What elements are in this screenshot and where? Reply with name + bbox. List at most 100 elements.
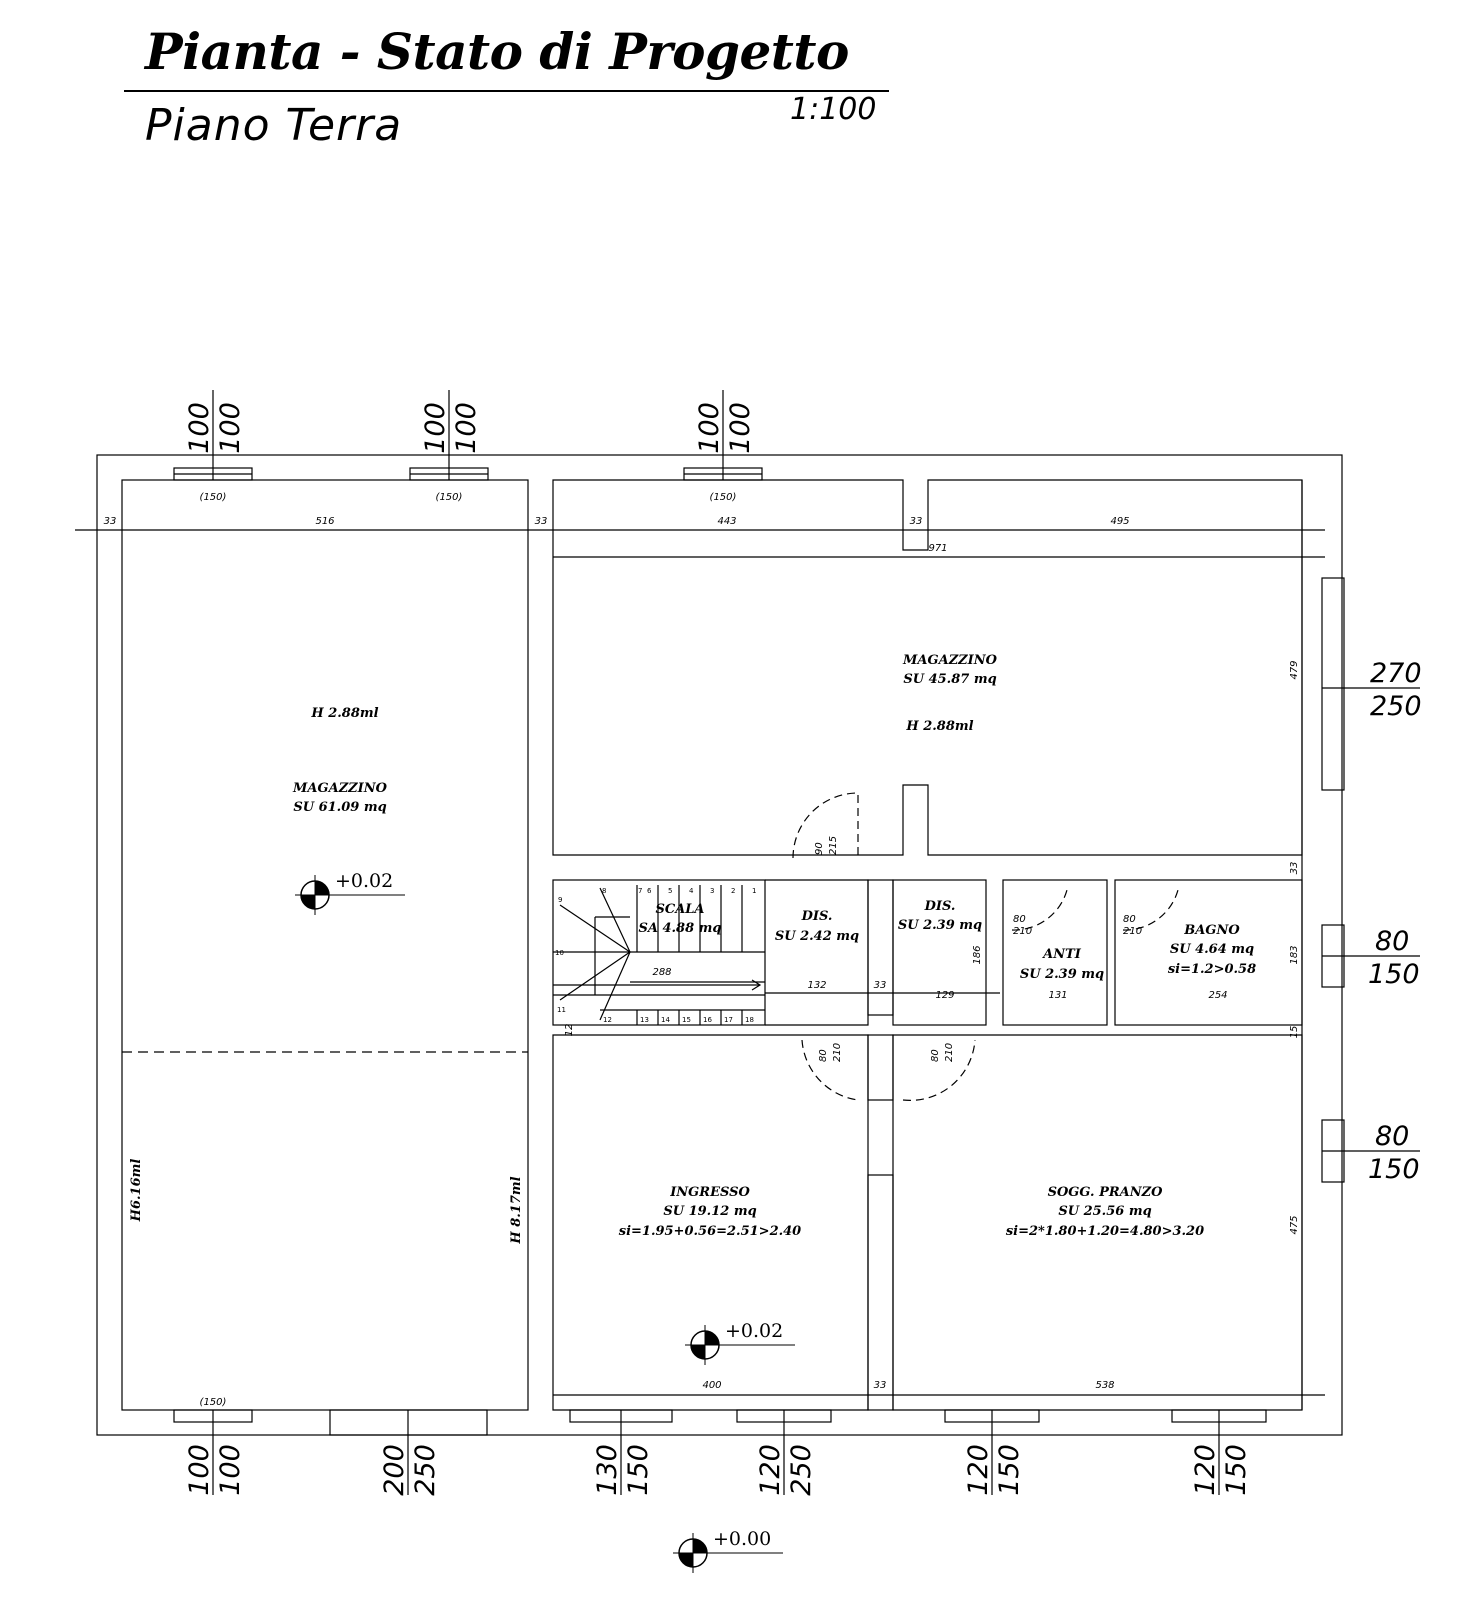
door-swing-2 xyxy=(1011,889,1068,931)
door-2-h: 210 xyxy=(1013,926,1032,937)
dim-stair-12: 12 xyxy=(564,1024,575,1037)
door-4-w: 80 xyxy=(818,1049,829,1062)
dim-dis1-width: 132 xyxy=(807,980,826,991)
window-bottom-b-h: 250 xyxy=(410,1444,441,1496)
room-magazzino-left xyxy=(121,479,529,1411)
window-bottom-c-w: 130 xyxy=(592,1444,623,1496)
label-soggiorno-si: si=2*1.80+1.20=4.80>3.20 xyxy=(1006,1224,1204,1239)
label-dis2-name: DIS. xyxy=(924,899,956,914)
window-top-b-w: 100 xyxy=(420,402,451,454)
room-soggiorno xyxy=(892,1034,1303,1411)
dim-top-4: 33 xyxy=(910,516,923,527)
dim-top-5: 495 xyxy=(1110,516,1129,527)
stair-step-6: 6 xyxy=(647,887,652,895)
label-height-left-2: H 8.17ml xyxy=(509,1176,524,1244)
label-dis1-area: SU 2.42 mq xyxy=(775,929,859,944)
dim-bottom-33: 33 xyxy=(874,1380,887,1391)
dim-top-1: 516 xyxy=(315,516,334,527)
label-magazzino-top-height: H 2.88ml xyxy=(905,719,973,734)
stair-winder xyxy=(599,887,631,953)
label-magazzino-left-name: MAGAZZINO xyxy=(292,781,388,796)
label-bagno-dim: 254 xyxy=(1208,990,1227,1001)
window-bottom-f-w: 120 xyxy=(1190,1444,1221,1496)
stair-step-2: 2 xyxy=(731,887,735,895)
elevation-ingresso: +0.02 xyxy=(725,1320,783,1342)
window-top-c-w: 100 xyxy=(694,402,725,454)
label-magazzino-left-height: H 2.88ml xyxy=(310,706,378,721)
stair-step-17: 17 xyxy=(724,1016,733,1024)
stair-handrail xyxy=(594,916,630,995)
window-bottom-e-h: 150 xyxy=(994,1444,1025,1496)
stair-step-7: 7 xyxy=(638,887,642,895)
window-top-a-h: 100 xyxy=(215,402,246,454)
drawing-scale: 1:100 xyxy=(790,92,877,127)
window-right-c-h: 150 xyxy=(1368,1154,1420,1185)
dim-right-479: 479 xyxy=(1289,660,1300,679)
label-dis1-name: DIS. xyxy=(801,909,833,924)
label-soggiorno-area: SU 25.56 mq xyxy=(1058,1204,1151,1219)
dim-right-15: 15 xyxy=(1289,1026,1300,1039)
label-ingresso-area: SU 19.12 mq xyxy=(663,1204,756,1219)
window-bottom-a-w: 100 xyxy=(184,1444,215,1496)
window-right-a-w: 270 xyxy=(1370,658,1422,689)
dim-mid-33: 33 xyxy=(874,980,887,991)
label-anti-area: SU 2.39 mq xyxy=(1020,967,1104,982)
label-bagno-area: SU 4.64 mq xyxy=(1170,942,1254,957)
outer-wall xyxy=(96,454,1343,1436)
stair-step-3: 3 xyxy=(710,887,714,895)
label-anti-name: ANTI xyxy=(1041,947,1082,962)
door-swing-4 xyxy=(801,1039,859,1101)
label-height-left-1: H6.16ml xyxy=(129,1159,144,1223)
label-soggiorno-name: SOGG. PRANZO xyxy=(1048,1185,1164,1200)
window-bottom-d-w: 120 xyxy=(755,1444,786,1496)
window-right-b-w: 80 xyxy=(1375,926,1409,957)
dim-dis2-width: 129 xyxy=(935,990,954,1001)
window-right-c-w: 80 xyxy=(1375,1121,1409,1152)
label-magazzino-left-area: SU 61.09 mq xyxy=(293,800,386,815)
dim-right-475: 475 xyxy=(1289,1215,1300,1234)
stair-step-12: 12 xyxy=(603,1016,612,1024)
dim-bottom-538: 538 xyxy=(1095,1380,1114,1391)
pier-low xyxy=(867,1174,894,1411)
dim-bottom-400: 400 xyxy=(702,1380,721,1391)
window-top-a-w: 100 xyxy=(184,402,215,454)
room-anti xyxy=(1002,879,1108,1026)
label-anti-dim: 131 xyxy=(1048,990,1067,1001)
door-swing-3 xyxy=(1122,889,1179,931)
stair-step-1: 1 xyxy=(752,887,756,895)
label-scala-name: SCALA xyxy=(655,902,704,917)
drawing-title: Pianta - Stato di Progetto xyxy=(145,22,849,81)
dim-dis2-height: 186 xyxy=(972,945,983,964)
drawing-subtitle: Piano Terra xyxy=(145,100,403,151)
label-bagno-name: BAGNO xyxy=(1183,923,1240,938)
stair-winder xyxy=(599,951,631,1021)
label-dis2-area: SU 2.39 mq xyxy=(898,918,982,933)
window-top-c-sill: (150) xyxy=(710,492,737,503)
pier-top xyxy=(867,879,894,1016)
door-swing-1 xyxy=(792,792,859,859)
dim-top-inner: 971 xyxy=(928,543,947,554)
elevation-marker-exterior xyxy=(673,1533,783,1573)
label-scala-area: SA 4.88 mq xyxy=(638,921,721,936)
window-right-b-h: 150 xyxy=(1368,959,1420,990)
door-5-h: 210 xyxy=(944,1043,955,1062)
window-bottom-a-h: 100 xyxy=(215,1444,246,1496)
window-bottom-e-w: 120 xyxy=(963,1444,994,1496)
elevation-marker-magazzino xyxy=(295,875,405,915)
door-3-h: 210 xyxy=(1123,926,1142,937)
door-1-h: 215 xyxy=(828,836,839,855)
window-bottom-a-sill: (150) xyxy=(200,1397,227,1408)
stair-step-4: 4 xyxy=(689,887,694,895)
label-magazzino-top-area: SU 45.87 mq xyxy=(903,672,996,687)
label-ingresso-si: si=1.95+0.56=2.51>2.40 xyxy=(619,1224,801,1239)
stair-step-11: 11 xyxy=(557,1006,566,1014)
door-2-w: 80 xyxy=(1013,914,1026,925)
dim-right-183: 183 xyxy=(1289,945,1300,964)
window-bottom-b-w: 200 xyxy=(379,1444,410,1496)
room-dis-1 xyxy=(765,879,869,1026)
pier-mid xyxy=(867,1034,894,1101)
stair-step-18: 18 xyxy=(745,1016,754,1024)
window-right-a-h: 250 xyxy=(1370,691,1422,722)
door-swing-5 xyxy=(902,1039,976,1101)
window-top-b-sill: (150) xyxy=(436,492,463,503)
